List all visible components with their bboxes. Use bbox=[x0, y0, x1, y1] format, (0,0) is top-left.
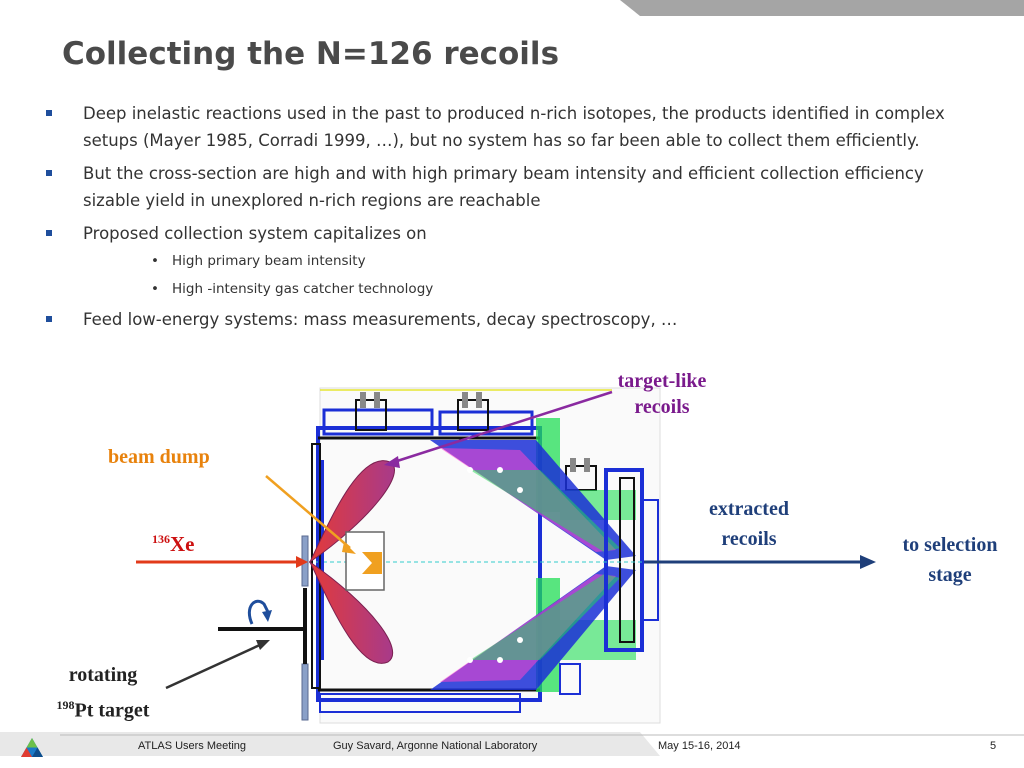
sub-bullet-item: • High -intensity gas catcher technology bbox=[44, 275, 984, 303]
beam-dump-icon bbox=[362, 552, 382, 574]
sub-bullet-text: High -intensity gas catcher technology bbox=[172, 281, 434, 297]
selection-line2: stage bbox=[928, 564, 972, 586]
selection-stage-label: to selection stage bbox=[882, 530, 1018, 590]
pt-mass-number: 198 bbox=[56, 698, 75, 712]
bullet-text: Feed low-energy systems: mass measuremen… bbox=[83, 310, 678, 329]
xe-mass-number: 136 bbox=[152, 532, 170, 546]
sub-bullet-text: High primary beam intensity bbox=[172, 253, 366, 269]
pt-target-text: Pt target bbox=[74, 699, 150, 722]
beam-dump-label: beam dump bbox=[108, 446, 210, 468]
bullet-item: Feed low-energy systems: mass measuremen… bbox=[44, 306, 984, 333]
bullet-text: Proposed collection system capitalizes o… bbox=[83, 224, 427, 243]
argonne-logo-icon bbox=[21, 738, 43, 757]
rotating-target bbox=[218, 535, 309, 721]
footer-meeting: ATLAS Users Meeting bbox=[138, 740, 247, 752]
selection-line1: to selection bbox=[902, 534, 998, 556]
pt-target-line: 198Pt target bbox=[38, 690, 168, 726]
gas-catcher-drawing bbox=[311, 387, 661, 724]
round-bullet-icon: • bbox=[151, 253, 159, 269]
rotating-target-label: rotating 198Pt target bbox=[38, 660, 168, 726]
page-number: 5 bbox=[990, 740, 997, 752]
target-like-line2: recoils bbox=[634, 396, 690, 418]
target-arrow-head-icon bbox=[256, 640, 270, 650]
extracted-line1: extracted bbox=[709, 498, 789, 520]
square-bullet-icon bbox=[46, 170, 52, 176]
rotation-arrow-head-icon bbox=[262, 610, 272, 622]
top-decorative-bar bbox=[620, 0, 1024, 16]
rotation-arrow-icon bbox=[247, 599, 270, 625]
extracted-recoils-label: extracted recoils bbox=[688, 494, 810, 554]
bullet-item: But the cross-section are high and with … bbox=[44, 160, 984, 214]
xe-beam-label: 136Xe bbox=[152, 532, 195, 557]
beam-arrow-head-icon bbox=[296, 556, 308, 568]
target-like-arrow-head-icon bbox=[384, 456, 400, 468]
recoil-lobes bbox=[308, 460, 395, 664]
square-bullet-icon bbox=[46, 230, 52, 236]
footer-author: Guy Savard, Argonne National Laboratory bbox=[333, 740, 538, 752]
extraction-arrow-head-icon bbox=[860, 555, 876, 569]
slide-title: Collecting the N=126 recoils bbox=[62, 36, 560, 72]
target-like-line1: target-like bbox=[617, 370, 707, 392]
bullet-list: Deep inelastic reactions used in the pas… bbox=[44, 100, 984, 339]
square-bullet-icon bbox=[46, 110, 52, 116]
extracted-line2: recoils bbox=[721, 528, 777, 550]
beam-dump-arrow-head-icon bbox=[342, 542, 356, 554]
rotating-line1: rotating bbox=[68, 664, 138, 686]
bullet-item: Proposed collection system capitalizes o… bbox=[44, 220, 984, 247]
target-like-recoils-label: target-like recoils bbox=[596, 368, 728, 420]
footer-decorative-band bbox=[0, 732, 1024, 756]
footer-date: May 15-16, 2014 bbox=[658, 740, 741, 752]
bullet-text: Deep inelastic reactions used in the pas… bbox=[83, 104, 945, 150]
bullet-item: Deep inelastic reactions used in the pas… bbox=[44, 100, 984, 154]
xe-symbol: Xe bbox=[170, 532, 195, 556]
bullet-text: But the cross-section are high and with … bbox=[83, 164, 924, 210]
sub-bullet-item: • High primary beam intensity bbox=[44, 247, 984, 275]
square-bullet-icon bbox=[46, 316, 52, 322]
round-bullet-icon: • bbox=[151, 281, 159, 297]
gas-catcher-diagram bbox=[136, 387, 876, 724]
